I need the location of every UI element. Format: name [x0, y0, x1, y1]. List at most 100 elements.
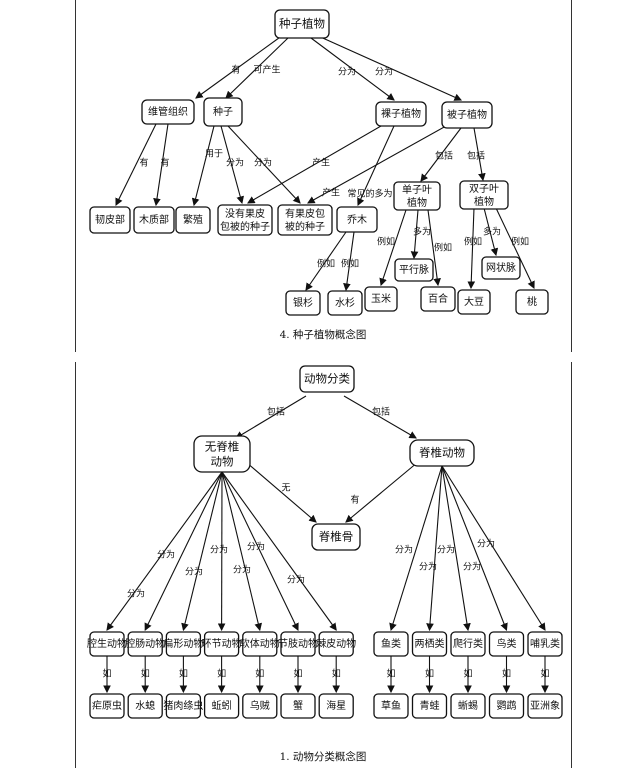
svg-text:银杉: 银杉: [293, 296, 313, 309]
node-angiosperm: 被子植物: [441, 101, 493, 129]
edge-dicot-soybean: [467, 207, 476, 290]
edge-vert-group-2: [441, 465, 471, 632]
edge-seed-no-pericarp: [220, 125, 244, 205]
node-dawn-redwood: 水杉: [327, 290, 363, 316]
edge-root-angio: [315, 34, 463, 101]
node-seed: 种子: [203, 97, 243, 127]
example-invert-3: 蚯蚓: [203, 693, 240, 719]
edge-dicot-peach: [495, 207, 535, 289]
group-vert-3-label: 鸟类: [497, 637, 517, 650]
node-corn: 玉米: [364, 286, 398, 312]
label-divide-seed-2: 分为: [254, 157, 272, 169]
group-invert-5: 节肢动物: [278, 631, 318, 657]
svg-text:网状脉: 网状脉: [486, 261, 516, 274]
seed-map-edges: [115, 34, 535, 292]
label-with: 有: [350, 494, 359, 506]
group-vert-3: 鸟类: [488, 631, 525, 657]
example-invert-0: 疟原虫: [89, 693, 125, 719]
seed-plant-diagram: 有 可产生 分为 分为 有 有 用于 分为 分为 产生 产生 常见的多为 包括 …: [89, 9, 549, 341]
example-vert-0-label: 草鱼: [381, 699, 401, 712]
svg-text:被子植物: 被子植物: [447, 108, 487, 121]
group-vert-1: 两栖类: [411, 631, 448, 657]
edge-vert-spine: [345, 461, 419, 523]
edge-invert-group-6: [221, 471, 337, 631]
node-lily: 百合: [420, 286, 456, 312]
group-vert-2: 爬行类: [450, 631, 486, 657]
label-divide-v4: 分为: [463, 561, 481, 573]
group-invert-3: 环节动物: [202, 631, 242, 657]
example-invert-2-label: 猪肉绦虫: [163, 699, 203, 712]
label-such-as-invert-6: 如: [332, 668, 341, 680]
label-example-corn: 例如: [377, 236, 395, 248]
edge-invert-group-4: [221, 471, 263, 632]
group-invert-3-label: 环节动物: [202, 637, 242, 650]
node-pericarp-seed: 有果皮包 被的种子: [277, 204, 333, 236]
group-vert-4: 哺乳类: [527, 631, 563, 657]
group-vert-2-label: 爬行类: [453, 637, 483, 650]
label-divide-i5: 分为: [233, 564, 251, 576]
svg-text:平行脉: 平行脉: [399, 263, 429, 276]
label-divide-v2: 分为: [419, 561, 437, 573]
animal-map-group-edges: 如如如如如如如如如如如如: [102, 465, 550, 694]
node-animal-classification: 动物分类: [299, 365, 355, 393]
label-produce-2: 产生: [322, 187, 340, 199]
example-vert-0: 草鱼: [373, 693, 409, 719]
label-such-as-invert-2: 如: [179, 668, 188, 680]
example-vert-2: 蜥蜴: [450, 693, 486, 719]
group-invert-4: 软体动物: [240, 631, 280, 657]
label-such-as-invert-1: 如: [141, 668, 150, 680]
label-divide-seed-1: 分为: [226, 157, 244, 169]
node-net-vein: 网状脉: [481, 256, 521, 280]
label-have-phloem: 有: [139, 157, 148, 169]
seed-map-nodes: 种子植物 维管组织 种子 裸子植物 被子植物 韧皮部 木质部 繁殖: [89, 9, 549, 316]
example-invert-6-label: 海星: [326, 699, 346, 712]
example-invert-1: 水螅: [127, 693, 163, 719]
label-include-2: 包括: [467, 150, 485, 162]
svg-text:包被的种子: 包被的种子: [220, 220, 270, 233]
example-invert-1-label: 水螅: [135, 699, 155, 712]
example-vert-1-label: 青蛙: [420, 699, 440, 712]
svg-text:动物: 动物: [211, 455, 234, 469]
example-invert-2: 猪肉绦虫: [163, 693, 203, 719]
edge-invert-group-0: [106, 471, 223, 631]
svg-text:韧皮部: 韧皮部: [95, 213, 125, 226]
node-vertebrate: 脊椎动物: [409, 439, 475, 467]
svg-text:单子叶: 单子叶: [402, 184, 432, 196]
label-include-1: 包括: [435, 150, 453, 162]
label-divide-i1: 分为: [127, 588, 145, 600]
edge-dicot-net: [483, 207, 499, 257]
example-vert-3-label: 鹦鹉: [497, 699, 517, 712]
label-such-as-vert-2: 如: [463, 668, 472, 680]
label-such-as-vert-3: 如: [502, 668, 511, 680]
label-such-as-invert-3: 如: [217, 668, 226, 680]
label-such-as-invert-0: 如: [102, 668, 111, 680]
example-invert-6: 海星: [318, 693, 354, 719]
example-vert-3: 鹦鹉: [488, 693, 525, 719]
group-invert-6-label: 棘皮动物: [316, 637, 356, 650]
svg-text:双子叶: 双子叶: [469, 183, 499, 195]
svg-text:动物分类: 动物分类: [304, 372, 350, 386]
group-vert-1-label: 两栖类: [415, 637, 445, 650]
svg-text:百合: 百合: [428, 292, 448, 305]
node-invertebrate: 无脊椎 动物: [193, 435, 251, 473]
edge-root-seed: [225, 37, 289, 99]
example-vert-1: 青蛙: [411, 693, 448, 719]
edge-seed-pericarp: [227, 125, 301, 204]
node-parallel-vein: 平行脉: [394, 258, 434, 282]
group-vert-0-label: 鱼类: [381, 637, 401, 650]
label-such-as-invert-4: 如: [255, 668, 264, 680]
edge-root-gymno: [310, 37, 395, 101]
svg-text:无脊椎: 无脊椎: [205, 440, 240, 454]
label-produce-1: 产生: [312, 157, 330, 169]
animal-classification-concept-map: 如如如如如如如如如如如如 包括 包括 无 有 分为 分为 分为 分为 分为 分为…: [75, 362, 572, 768]
svg-text:繁殖: 繁殖: [183, 213, 203, 226]
label-divide-1: 分为: [338, 66, 356, 78]
svg-text:乔木: 乔木: [347, 214, 367, 226]
label-have: 有: [231, 64, 240, 76]
edge-vert-group-4: [441, 465, 546, 631]
label-more-monocot: 多为: [413, 226, 431, 238]
example-vert-2-label: 蜥蜴: [458, 699, 478, 712]
label-divide-v1: 分为: [395, 544, 413, 556]
label-such-as-vert-4: 如: [540, 668, 549, 680]
group-invert-0: 腔生动物: [87, 631, 127, 657]
